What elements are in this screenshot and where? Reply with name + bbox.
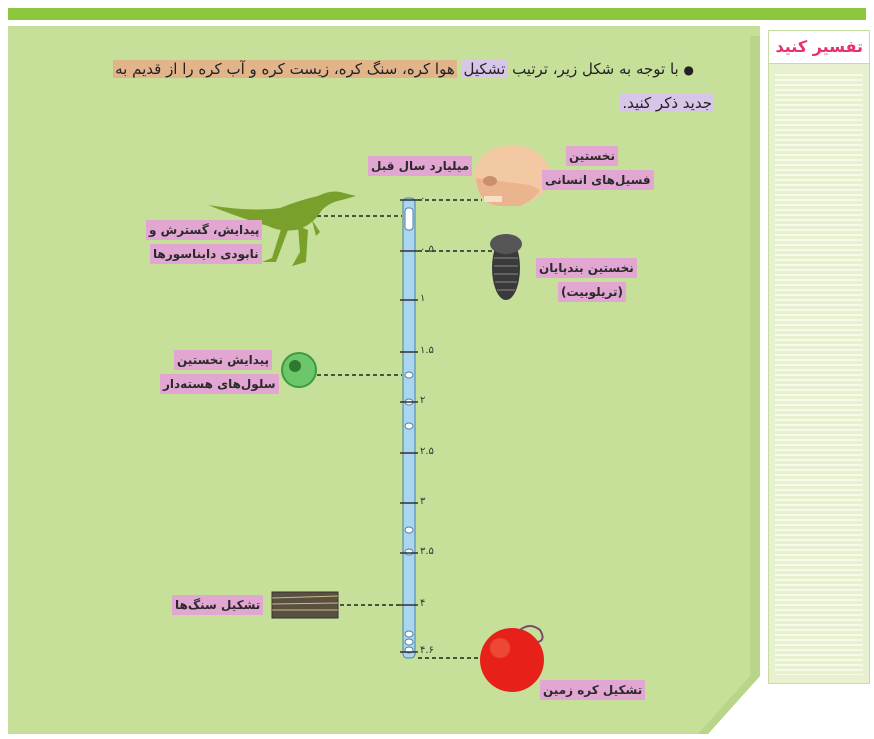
timeline-bead (405, 527, 413, 533)
label-dino-line1: پیدایش، گسترش و (146, 220, 262, 240)
label-trilobite-line2: (تریلوبیت) (558, 282, 626, 302)
tick-label-4.6: ۴.۶ (420, 645, 434, 656)
tick-label-1: ۱ (420, 293, 425, 304)
timeline-bead (405, 372, 413, 378)
timeline-bead (405, 549, 413, 555)
cell-icon (282, 353, 316, 387)
axis-title: میلیارد سال قبل (368, 156, 472, 176)
trilobite-icon (490, 234, 522, 300)
skull-icon (474, 145, 550, 206)
label-cell-line2: سلول‌های هسته‌دار (160, 374, 279, 394)
label-rocks: تشکیل سنگ‌ها (172, 595, 263, 615)
label-trilobite-line1: نخستین بندپایان (536, 258, 637, 278)
label-earth: تشکیل کره زمین (540, 680, 645, 700)
timeline-top-marker (405, 208, 413, 230)
tick-label-0: ۰ (420, 193, 425, 204)
label-human-line1: نخستین (566, 146, 618, 166)
label-dino-line2: نابودی دایناسورها (150, 244, 262, 264)
tick-label-3: ۳ (420, 496, 425, 507)
tick-label-1.5: ۱.۵ (420, 345, 434, 356)
timeline-bead (405, 631, 413, 637)
label-cell-line1: پیدایش نخستین (174, 350, 272, 370)
tick-label-0.5: ۰.۵ (420, 244, 434, 255)
tick-label-4: ۴ (420, 598, 425, 609)
label-human-line2: فسیل‌های انسانی (542, 170, 654, 190)
timeline-bead (405, 423, 413, 429)
rock-layers-icon (272, 592, 338, 618)
tick-label-3.5: ۳.۵ (420, 546, 434, 557)
earth-icon (480, 626, 544, 692)
tick-label-2: ۲ (420, 395, 425, 406)
tick-label-2.5: ۲.۵ (420, 446, 434, 457)
timeline-bead (405, 639, 413, 645)
